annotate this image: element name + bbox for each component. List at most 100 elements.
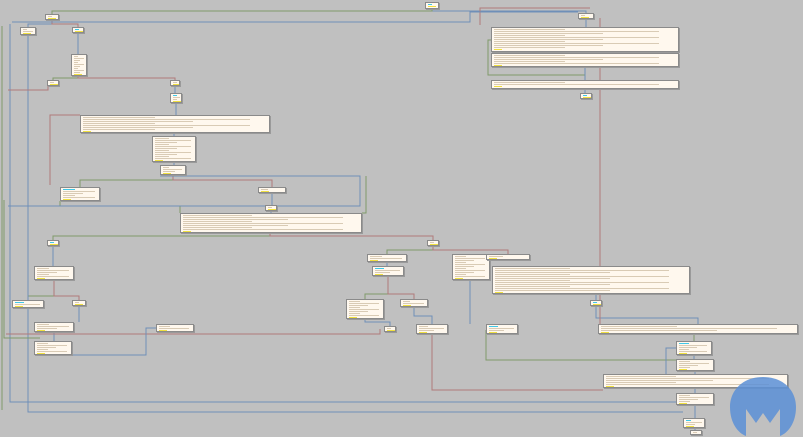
code-block[interactable] bbox=[47, 80, 59, 86]
code-block[interactable] bbox=[590, 300, 602, 306]
edge-branch-not-taken bbox=[77, 76, 176, 80]
instruction-line bbox=[375, 270, 400, 271]
code-block[interactable] bbox=[60, 187, 100, 201]
instruction-line bbox=[15, 306, 23, 307]
code-block[interactable] bbox=[486, 324, 518, 334]
code-block[interactable] bbox=[676, 393, 714, 405]
code-block[interactable] bbox=[47, 240, 59, 246]
instruction-line bbox=[494, 29, 566, 30]
instruction-line bbox=[183, 231, 191, 232]
code-block[interactable] bbox=[598, 324, 798, 334]
code-block[interactable] bbox=[265, 205, 277, 211]
code-block[interactable] bbox=[372, 266, 404, 276]
code-block[interactable] bbox=[492, 266, 690, 294]
instruction-line bbox=[163, 167, 170, 168]
instruction-line bbox=[23, 29, 27, 30]
code-block[interactable] bbox=[71, 54, 87, 76]
code-block[interactable] bbox=[34, 266, 74, 280]
code-block[interactable] bbox=[676, 359, 714, 371]
code-block[interactable] bbox=[367, 254, 407, 262]
instruction-line bbox=[495, 286, 571, 287]
code-block[interactable] bbox=[152, 136, 196, 162]
instruction-line bbox=[581, 17, 589, 18]
code-block[interactable] bbox=[12, 300, 44, 308]
code-block[interactable] bbox=[491, 27, 679, 52]
instruction-line bbox=[495, 268, 571, 269]
code-block[interactable] bbox=[180, 213, 362, 233]
edge-unconditional bbox=[9, 24, 676, 403]
code-block[interactable] bbox=[72, 300, 86, 306]
instruction-line bbox=[489, 328, 514, 329]
instruction-line bbox=[494, 45, 603, 46]
code-block[interactable] bbox=[72, 27, 84, 33]
instruction-line bbox=[63, 191, 95, 192]
code-block[interactable] bbox=[400, 299, 428, 307]
instruction-line bbox=[74, 60, 80, 61]
code-block[interactable] bbox=[425, 2, 439, 9]
instruction-line bbox=[173, 82, 177, 83]
instruction-line bbox=[375, 272, 391, 273]
instruction-line bbox=[74, 58, 85, 59]
edge-branch-taken bbox=[3, 200, 40, 339]
instruction-line bbox=[75, 31, 83, 32]
instruction-line bbox=[489, 256, 503, 257]
instruction-line bbox=[37, 270, 69, 271]
code-block[interactable] bbox=[346, 299, 384, 319]
code-block[interactable] bbox=[486, 254, 530, 260]
code-block[interactable] bbox=[20, 27, 36, 35]
instruction-line bbox=[679, 399, 698, 400]
instruction-line bbox=[50, 84, 58, 85]
code-block[interactable] bbox=[452, 254, 490, 280]
instruction-line bbox=[183, 219, 289, 220]
code-block[interactable] bbox=[156, 324, 194, 332]
instruction-line bbox=[679, 367, 691, 368]
instruction-line bbox=[268, 209, 276, 210]
instruction-line bbox=[679, 351, 708, 352]
code-block[interactable] bbox=[416, 324, 448, 334]
instruction-line bbox=[50, 244, 58, 245]
instruction-line bbox=[173, 84, 179, 85]
instruction-line bbox=[494, 47, 566, 48]
code-block[interactable] bbox=[258, 187, 286, 193]
instruction-line bbox=[679, 349, 690, 350]
edge-unconditional bbox=[364, 319, 391, 326]
code-block[interactable] bbox=[170, 93, 182, 103]
instruction-line bbox=[679, 343, 690, 344]
instruction-line bbox=[50, 82, 54, 83]
instruction-line bbox=[430, 244, 438, 245]
code-block[interactable] bbox=[683, 418, 705, 428]
code-block[interactable] bbox=[170, 80, 180, 86]
code-block[interactable] bbox=[80, 115, 270, 133]
code-block[interactable] bbox=[160, 165, 186, 175]
code-block[interactable] bbox=[34, 341, 72, 355]
instruction-line bbox=[159, 328, 190, 329]
code-block[interactable] bbox=[45, 14, 59, 20]
instruction-line bbox=[494, 41, 566, 42]
instruction-line bbox=[183, 227, 252, 228]
instruction-line bbox=[74, 64, 85, 65]
instruction-line bbox=[63, 199, 71, 200]
instruction-line bbox=[83, 129, 155, 130]
instruction-line bbox=[173, 101, 181, 102]
instruction-line bbox=[686, 426, 694, 427]
code-block[interactable] bbox=[384, 326, 396, 332]
instruction-line bbox=[455, 278, 463, 279]
code-block[interactable] bbox=[676, 341, 712, 355]
instruction-line bbox=[155, 154, 178, 155]
instruction-line bbox=[375, 268, 384, 269]
instruction-line bbox=[183, 225, 289, 226]
instruction-line bbox=[83, 117, 155, 118]
instruction-line bbox=[455, 266, 474, 267]
code-block[interactable] bbox=[491, 80, 679, 89]
code-block[interactable] bbox=[491, 53, 679, 67]
code-block[interactable] bbox=[578, 13, 594, 19]
code-block[interactable] bbox=[690, 430, 702, 435]
instruction-line bbox=[349, 309, 380, 310]
edge-branch-not-taken bbox=[431, 334, 603, 391]
code-block[interactable] bbox=[427, 240, 439, 246]
code-block[interactable] bbox=[34, 322, 74, 332]
instruction-line bbox=[37, 343, 49, 344]
instruction-line bbox=[455, 268, 467, 269]
code-block[interactable] bbox=[580, 93, 592, 99]
